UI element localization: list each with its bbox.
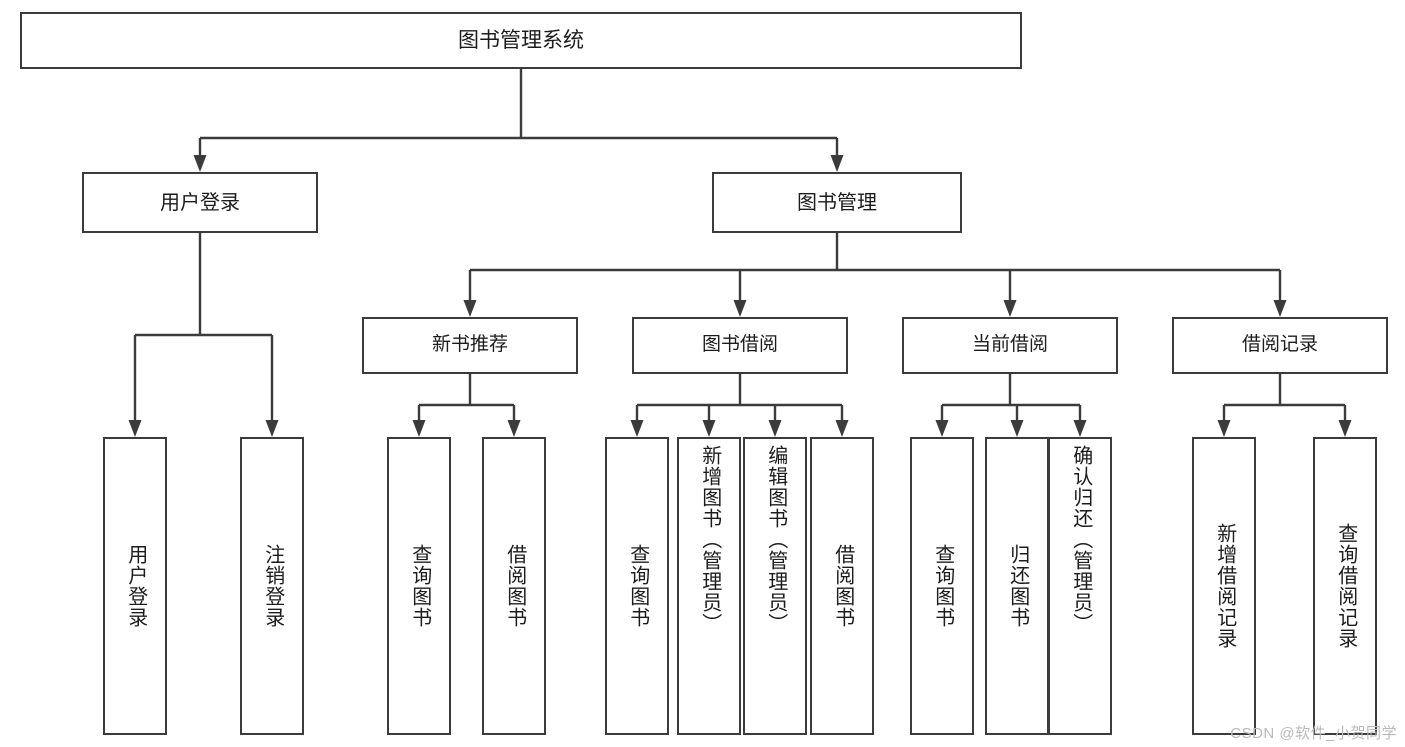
root-node-1-label: 图书管理系统 [458, 28, 584, 52]
leaf-node-13[interactable]: 查询借阅记录 [1313, 437, 1377, 735]
leaf-node-6[interactable]: 新增图书（管理员） [677, 437, 741, 735]
level2-node-3-label: 当前借阅 [971, 334, 1048, 356]
arrow-to-leaf-4-head [507, 420, 521, 437]
arrow-to-leaf-13-head [1338, 420, 1352, 437]
arrow-to-current-borrow-head [1003, 300, 1017, 317]
leaf-node-8-label: 借阅图书 [831, 544, 854, 628]
level2-node-3[interactable]: 当前借阅 [902, 317, 1118, 374]
arrow-to-borrow-record-head [1273, 300, 1287, 317]
leaf-node-2-label: 注销登录 [261, 544, 284, 628]
leaf-node-5[interactable]: 查询图书 [605, 437, 669, 735]
leaf-node-12[interactable]: 新增借阅记录 [1192, 437, 1256, 735]
leaf-node-3[interactable]: 查询图书 [387, 437, 451, 735]
leaf-node-2[interactable]: 注销登录 [240, 437, 304, 735]
arrow-to-leaf-11-head [1073, 420, 1087, 437]
leaf-node-10[interactable]: 归还图书 [985, 437, 1049, 735]
arrow-to-leaf-6-head [702, 420, 716, 437]
arrow-to-leaf-5-head [630, 420, 644, 437]
leaf-node-7[interactable]: 编辑图书（管理员） [743, 437, 807, 735]
leaf-node-9[interactable]: 查询图书 [910, 437, 974, 735]
leaf-node-1-label: 用户登录 [124, 544, 147, 628]
level2-node-4[interactable]: 借阅记录 [1172, 317, 1388, 374]
arrow-to-leaf-2-head [265, 420, 279, 437]
level2-node-2[interactable]: 图书借阅 [632, 317, 848, 374]
arrow-to-leaf-7-head [768, 420, 782, 437]
level2-node-1[interactable]: 新书推荐 [362, 317, 578, 374]
leaf-node-3-label: 查询图书 [408, 544, 431, 628]
leaf-node-11-label: 确认归还（管理员） [1069, 445, 1092, 634]
leaf-node-11[interactable]: 确认归还（管理员） [1048, 437, 1112, 735]
arrow-to-book-manage-head [830, 155, 844, 172]
arrow-to-book-borrow-head [733, 300, 747, 317]
leaf-node-4[interactable]: 借阅图书 [482, 437, 546, 735]
leaf-node-1[interactable]: 用户登录 [103, 437, 167, 735]
level2-node-4-label: 借阅记录 [1241, 334, 1318, 356]
level1-node-1[interactable]: 用户登录 [82, 172, 318, 233]
level1-node-2[interactable]: 图书管理 [712, 172, 962, 233]
leaf-node-6-label: 新增图书（管理员） [698, 445, 721, 634]
leaf-node-9-label: 查询图书 [931, 544, 954, 628]
leaf-node-10-label: 归还图书 [1006, 544, 1029, 628]
root-node-system-title[interactable]: 图书管理系统 [20, 12, 1022, 69]
leaf-node-5-label: 查询图书 [626, 544, 649, 628]
leaf-node-8[interactable]: 借阅图书 [810, 437, 874, 735]
arrow-to-user-login-head [193, 155, 207, 172]
arrow-to-leaf-3-head [412, 420, 426, 437]
arrow-to-leaf-1-head [128, 420, 142, 437]
arrow-to-leaf-12-head [1217, 420, 1231, 437]
arrow-to-leaf-10-head [1010, 420, 1024, 437]
csdn-watermark: CSDN @软件_小贺同学 [1230, 725, 1397, 742]
leaf-node-12-label: 新增借阅记录 [1213, 523, 1236, 649]
leaf-node-7-label: 编辑图书（管理员） [764, 445, 787, 634]
arrow-to-new-book-head [463, 300, 477, 317]
leaf-node-4-label: 借阅图书 [503, 544, 526, 628]
level1-node-2-label: 图书管理 [797, 191, 877, 214]
arrow-to-leaf-9-head [935, 420, 949, 437]
level1-node-1-label: 用户登录 [160, 191, 240, 214]
leaf-node-13-label: 查询借阅记录 [1334, 523, 1357, 649]
level2-node-2-label: 图书借阅 [701, 334, 778, 356]
level2-node-1-label: 新书推荐 [431, 334, 508, 356]
arrow-to-leaf-8-head [835, 420, 849, 437]
